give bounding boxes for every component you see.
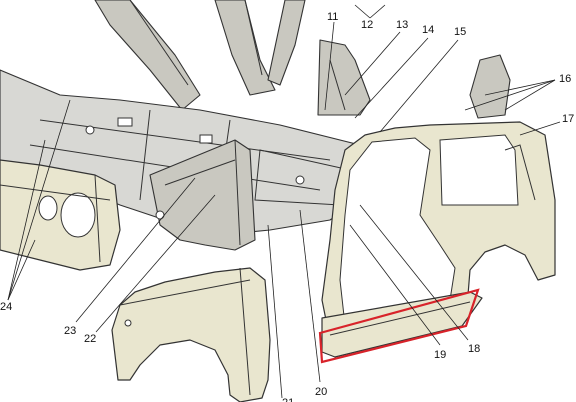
callout-12: 12 (361, 19, 373, 31)
front-inner-wing (149, 139, 256, 251)
rear-quarter-upper (317, 39, 511, 119)
callout-14: 14 (422, 24, 434, 36)
side-body-panel (321, 121, 556, 341)
callout-20: 20 (315, 386, 327, 398)
callout-17: 17 (562, 113, 574, 125)
callout-11: 11 (327, 11, 338, 23)
callout-23: 23 (64, 325, 76, 337)
callout-15: 15 (454, 26, 466, 38)
callout-22: 22 (84, 333, 96, 345)
front-panel (0, 159, 121, 271)
callout-19: 19 (434, 349, 446, 361)
leader-lines (7, 4, 561, 399)
callout-24: 24 (0, 301, 12, 313)
front-pillar-frame (94, 0, 306, 111)
callout-13: 13 (396, 19, 408, 31)
callout-16: 16 (559, 73, 571, 85)
callout-21: 21 (282, 397, 294, 402)
sill-highlight (318, 288, 480, 364)
callout-18: 18 (468, 343, 480, 355)
front-fender (111, 267, 271, 402)
